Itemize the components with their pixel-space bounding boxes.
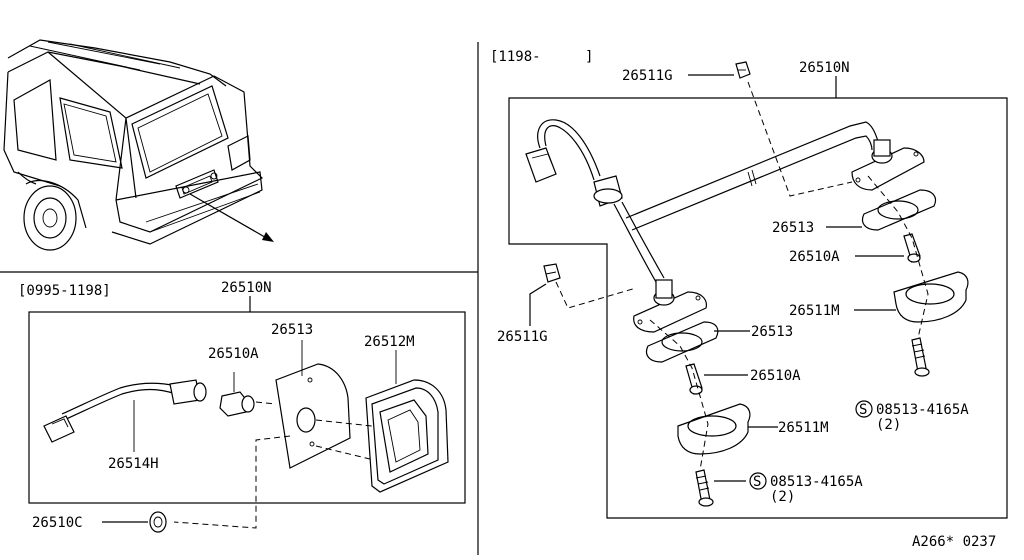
bulb-left-panel <box>219 372 255 417</box>
label-bulb-right: 26510A <box>789 249 840 265</box>
label-screw-right-qty: (2) <box>876 417 901 433</box>
housing-upper-right <box>854 271 969 323</box>
screw-callout-left: S 08513-4165A (2) <box>749 472 863 505</box>
socket-upper-right <box>851 139 925 191</box>
left-date-range: [0995-1198] <box>18 283 111 299</box>
right-date-range: [1198- <box>490 49 541 65</box>
label-gasket: 26513 <box>271 322 313 338</box>
label-clip-side: 26511G <box>497 329 548 345</box>
label-screw-left-qty: (2) <box>770 489 795 505</box>
screw-callout-right: S 08513-4165A (2) <box>855 400 969 433</box>
screw-lower-right <box>695 469 746 507</box>
right-panel: [1198- ] 26510N 26511G <box>490 49 1008 519</box>
label-gasket-left: 26513 <box>751 324 793 340</box>
gasket-left-panel <box>275 340 351 469</box>
clip-left-panel <box>102 511 167 533</box>
label-lens-housing: 26512M <box>364 334 415 350</box>
label-housing-left: 26511M <box>778 420 829 436</box>
screw-symbol-left: S <box>753 474 761 490</box>
clip-top-right-panel <box>688 61 853 197</box>
socket-lower-right <box>633 279 707 333</box>
label-bulb-left: 26510A <box>750 368 801 384</box>
diagram-code: A266* 0237 <box>912 534 996 550</box>
screw-symbol-right: S <box>859 402 867 418</box>
gasket-upper-right <box>826 189 937 231</box>
housing-lower-right <box>677 403 778 455</box>
left-assembly-frame <box>28 311 466 504</box>
left-assembly-label: 26510N <box>221 280 272 296</box>
lens-housing-left-panel <box>365 350 449 493</box>
left-panel: [0995-1198] 26510N <box>18 280 466 533</box>
bulb-upper-right <box>855 233 921 263</box>
right-assembly-frame <box>508 97 1008 519</box>
harness-right-panel <box>525 119 881 283</box>
label-screw-right: 08513-4165A <box>876 402 969 418</box>
label-clip-top: 26511G <box>622 68 673 84</box>
clip-side-right-panel <box>529 263 637 326</box>
screw-upper-right <box>911 337 930 377</box>
vehicle-rear-illustration <box>3 39 274 251</box>
label-clip: 26510C <box>32 515 83 531</box>
panel-dividers <box>0 42 479 555</box>
label-gasket-right: 26513 <box>772 220 814 236</box>
label-screw-left: 08513-4165A <box>770 474 863 490</box>
harness-connector <box>43 379 207 443</box>
right-date-close: ] <box>585 49 593 65</box>
label-housing-right: 26511M <box>789 303 840 319</box>
gasket-lower-right <box>645 321 750 363</box>
label-harness: 26514H <box>108 456 159 472</box>
bulb-lower-right <box>685 363 748 396</box>
right-assembly-label: 26510N <box>799 60 850 76</box>
label-bulb: 26510A <box>208 346 259 362</box>
